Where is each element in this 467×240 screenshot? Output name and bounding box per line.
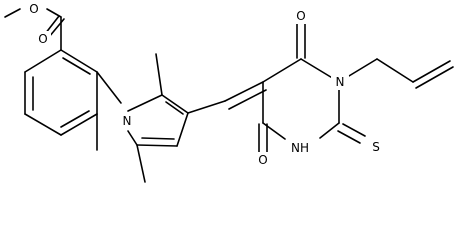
benzene-bond-4 — [24, 113, 62, 136]
atom-n-allyl: N — [336, 75, 345, 89]
atom-n-pyrrole: N — [123, 114, 132, 128]
chemical-structure: O O N O N O NH S — [4, 1, 454, 183]
exocyclic-double-a — [224, 81, 264, 102]
pyrrole-inner-bond-1 — [165, 101, 184, 115]
label-bg-pyrrole-n — [118, 113, 136, 129]
label-bg-bottom-o — [255, 152, 271, 168]
pyrrole-ring — [127, 53, 226, 183]
allyl-double-b — [415, 66, 454, 89]
label-bg-methoxy-o — [26, 1, 42, 17]
atom-o-methoxy: O — [29, 2, 38, 16]
bond-c2-methyl — [155, 53, 163, 96]
bond-aryl-to-n — [96, 71, 122, 104]
allyl-bond-2 — [376, 58, 414, 83]
label-bg-top-o — [293, 8, 309, 24]
benzene-bond-3 — [60, 113, 98, 136]
pyrimidine-bond-c2-n1 — [319, 122, 340, 139]
methyl-ester-group — [4, 8, 65, 51]
pyrimidine-ring — [224, 23, 366, 157]
pyrrole-bond-c4-c5 — [136, 144, 178, 147]
benzene-bond-1 — [60, 49, 98, 73]
pyrimidine-bond-c5-c4 — [262, 58, 302, 83]
atom-nh: NH — [291, 141, 309, 155]
benzene-ring — [24, 49, 122, 151]
label-bg-nh — [283, 140, 317, 156]
pyrrole-bond-n-c2 — [127, 94, 163, 112]
allyl-chain — [338, 58, 454, 89]
pyrrole-inner-bond-2 — [141, 137, 175, 140]
benzene-inner-bond-1 — [62, 57, 91, 75]
bond-c5-methyl — [136, 144, 146, 183]
bond-methyl-o — [4, 8, 21, 18]
benzene-bond-6 — [24, 49, 62, 73]
atom-o-top: O — [296, 9, 305, 23]
pyrrole-bond-c3-c4 — [176, 112, 189, 147]
label-bg-carbonyl-o — [35, 31, 51, 47]
bond-c3-methylidene — [187, 100, 226, 114]
pyrrole-bond-c5-n — [127, 130, 138, 146]
exocyclic-double-b — [228, 89, 267, 110]
pyrrole-bond-c2-c3 — [161, 94, 189, 114]
bond-thione-b — [337, 130, 361, 144]
atom-o-bottom: O — [258, 153, 267, 167]
bond-thione-a — [342, 123, 366, 137]
atom-o-carbonyl: O — [38, 32, 47, 46]
atom-s: S — [372, 140, 380, 154]
label-bg-s — [368, 139, 384, 155]
allyl-double-a — [412, 60, 451, 83]
label-bg-allyl-n — [331, 74, 349, 90]
benzene-inner-bond-2 — [60, 110, 90, 128]
